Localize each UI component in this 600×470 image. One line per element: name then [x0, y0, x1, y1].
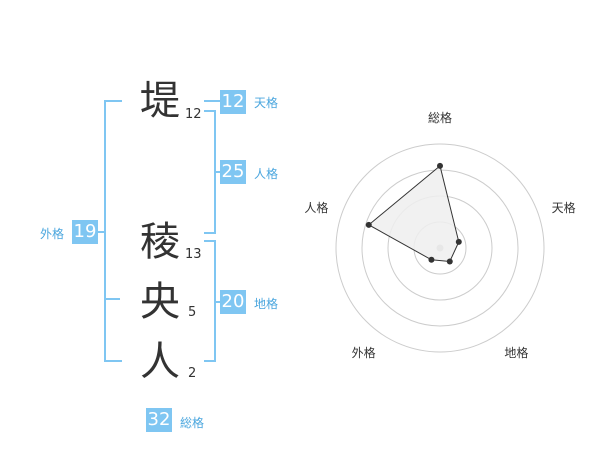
name-char-1: 堤 [140, 78, 180, 124]
radar-axis-label-3: 地格 [504, 345, 528, 360]
gaikaku-bracket [104, 100, 122, 362]
jinkaku-label: 人格 [254, 167, 279, 181]
radar-series-area [367, 164, 460, 262]
gaikaku-label: 外格 [40, 227, 65, 241]
chikaku-label: 地格 [254, 297, 279, 311]
name-char-4: 人 [140, 339, 180, 385]
gaikaku-bracket-tick [106, 298, 120, 300]
tenkaku-label: 天格 [254, 96, 279, 110]
jinkaku-connector [216, 171, 220, 173]
jinkaku-value: 25 [220, 160, 246, 184]
stroke-count-3: 5 [188, 305, 197, 320]
soukaku-label: 総格 [180, 416, 205, 430]
chikaku-connector [216, 301, 220, 303]
radar-point-3 [446, 258, 453, 265]
radar-point-4 [428, 256, 435, 263]
chikaku-value: 20 [220, 290, 246, 314]
radar-point-5 [365, 221, 372, 228]
radar-axis-label-4: 外格 [352, 345, 376, 360]
radar-ring [335, 143, 545, 353]
gaikaku-bracket-connector [98, 231, 104, 233]
radar-axis-label-1: 総格 [428, 110, 452, 125]
chikaku-bracket [204, 240, 216, 362]
jinkaku-bracket [204, 110, 216, 234]
name-char-3: 央 [140, 279, 180, 325]
radar-point-1 [437, 162, 443, 169]
tenkaku-connector [204, 100, 220, 102]
gaikaku-value: 19 [72, 220, 98, 244]
stroke-count-1: 12 [185, 107, 202, 122]
radar-axis-label-2: 天格 [552, 200, 576, 215]
radar-point-2 [455, 238, 462, 245]
tenkaku-value: 12 [220, 90, 246, 114]
soukaku-value: 32 [146, 408, 172, 432]
stroke-count-4: 2 [188, 366, 197, 381]
radar-axis-label-5: 人格 [304, 200, 328, 215]
name-char-2: 稜 [140, 219, 180, 265]
stroke-count-2: 13 [185, 247, 202, 262]
